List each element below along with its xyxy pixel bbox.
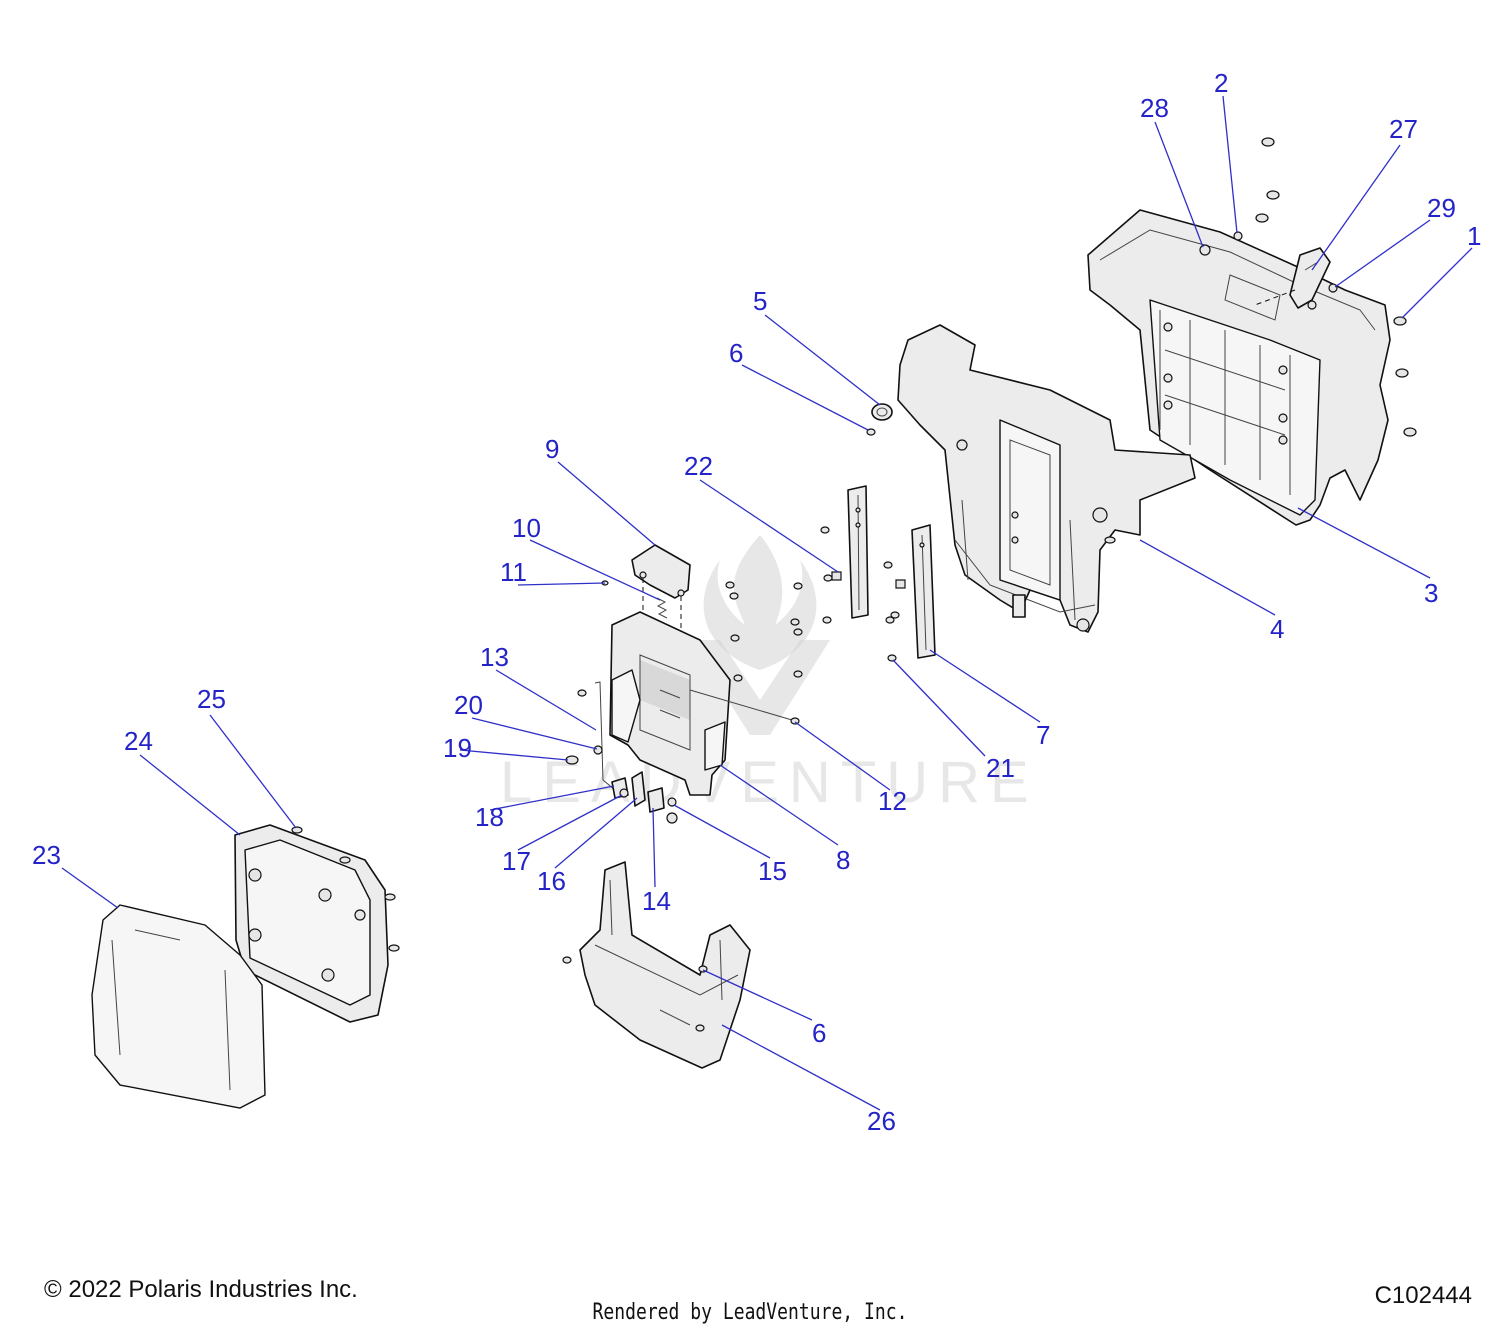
- part-25-screws: [291, 826, 400, 952]
- callout-5: 5: [753, 286, 767, 316]
- part-6-screw-upper: [866, 428, 876, 436]
- part-16-bracket: [631, 771, 646, 807]
- part-7-rail-right: [822, 524, 936, 659]
- part-5-bushing: [871, 403, 893, 421]
- rendered-by-credit: Rendered by LeadVenture, Inc.: [592, 1300, 908, 1325]
- callout-10: 10: [512, 513, 541, 543]
- callout-14: 14: [642, 886, 671, 916]
- part-23-headrest-cushion: [91, 904, 266, 1109]
- callout-20: 20: [454, 690, 483, 720]
- callout-22: 22: [684, 451, 713, 481]
- fastener-28: [1199, 244, 1211, 256]
- callout-23: 23: [32, 840, 61, 870]
- fastener-1: [1393, 316, 1407, 326]
- callout-labels: 1 2 3 4 5 6 6 7 8 9 10 11 12 13 14 15 16…: [32, 68, 1481, 1136]
- callout-4: 4: [1270, 614, 1284, 644]
- part-14-catch: [647, 787, 665, 813]
- leadventure-watermark: LEADVENTURE: [500, 535, 1039, 815]
- callout-7: 7: [1036, 720, 1050, 750]
- copyright-notice: © 2022 Polaris Industries Inc.: [44, 1276, 358, 1303]
- part-22-rail-left: [820, 485, 869, 619]
- callout-13: 13: [480, 642, 509, 672]
- callout-9: 9: [545, 434, 559, 464]
- panel-fasteners: [1199, 137, 1417, 437]
- callout-1: 1: [1467, 221, 1481, 251]
- callout-24: 24: [124, 726, 153, 756]
- part-20-clip: [593, 745, 603, 755]
- callout-26: 26: [867, 1106, 896, 1136]
- callout-6-upper: 6: [729, 338, 743, 368]
- part-12-rod: [689, 689, 793, 721]
- v-logo: [690, 640, 830, 735]
- loose-bolts: [725, 581, 803, 682]
- callout-29: 29: [1427, 193, 1456, 223]
- fastener-2: [1233, 231, 1243, 241]
- callout-3: 3: [1424, 578, 1438, 608]
- callout-11: 11: [500, 557, 527, 587]
- part-27-handle: [1254, 247, 1331, 309]
- part-15-nut: [666, 812, 678, 824]
- callout-19: 19: [443, 733, 472, 763]
- callout-8: 8: [836, 845, 850, 875]
- leader-lines: [61, 95, 1473, 1111]
- callout-6-lower: 6: [812, 1018, 826, 1048]
- diagram-part-number: C102444: [1374, 1282, 1472, 1309]
- callout-16: 16: [537, 866, 566, 896]
- part-21-screw: [887, 654, 897, 662]
- watermark-text: LEADVENTURE: [500, 750, 1039, 815]
- callout-21: 21: [986, 753, 1015, 783]
- callout-15: 15: [758, 856, 787, 886]
- part-8-latch-housing: [609, 611, 731, 796]
- part-13-linkage-rod: [594, 681, 616, 791]
- callout-12: 12: [878, 786, 907, 816]
- part-26-lower-bracket: [562, 861, 751, 1069]
- latch-hardware: [611, 771, 678, 824]
- callout-27: 27: [1389, 114, 1418, 144]
- callout-2: 2: [1214, 68, 1228, 98]
- callout-17: 17: [502, 846, 531, 876]
- part-4-seat-frame: [897, 324, 1196, 633]
- fastener-29: [1328, 283, 1338, 293]
- callout-28: 28: [1140, 93, 1169, 123]
- callout-25: 25: [197, 684, 226, 714]
- part-10-spring: [656, 597, 668, 619]
- callout-18: 18: [475, 802, 504, 832]
